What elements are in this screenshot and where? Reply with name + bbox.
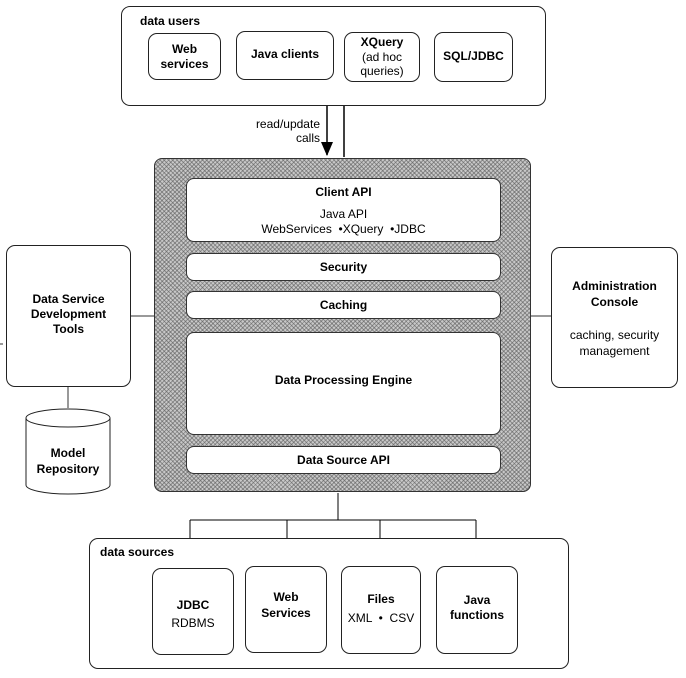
users-web-services-label: Web services (155, 42, 215, 72)
caching-layer: Caching (186, 291, 501, 319)
engine-layer: Data Processing Engine (186, 332, 501, 435)
source-files-sub: XML • CSV (342, 611, 420, 626)
calls-label-line2: calls (295, 131, 320, 145)
dev-tools-line3: Tools (52, 322, 85, 336)
client-api-line2: WebServices •XQuery •JDBC (187, 222, 500, 237)
repository-cylinder-shape (25, 408, 111, 495)
admin-line2: Console (590, 295, 639, 309)
data-sources-title: data sources (100, 545, 175, 559)
caching-label: Caching (319, 298, 368, 312)
source-files-box: Files XML • CSV (341, 566, 421, 654)
client-api-jdbc: JDBC (394, 222, 426, 236)
client-api-webservices: WebServices (261, 222, 332, 236)
security-label: Security (319, 260, 368, 274)
users-xquery-sub1: (ad hoc (361, 50, 403, 64)
users-web-services-box: Web services (148, 33, 221, 80)
bullet-icon: • (335, 222, 343, 236)
files-csv: CSV (389, 611, 415, 625)
source-ws-line2: Services (261, 606, 311, 620)
source-jdbc-box: JDBC RDBMS (152, 568, 234, 655)
source-java-box: Java functions (436, 566, 518, 654)
users-sql-jdbc-label: SQL/JDBC (443, 49, 504, 63)
calls-down-arrowhead (321, 142, 333, 156)
source-jdbc-title: JDBC (176, 598, 210, 612)
source-java-line2: functions (450, 608, 504, 622)
users-web-services-text: Web services (160, 41, 209, 71)
source-ws-line1: Web (273, 590, 299, 604)
bullet-icon: • (375, 611, 387, 625)
users-java-clients-box: Java clients (236, 31, 334, 80)
repository-line2: Repository (36, 462, 100, 476)
admin-line1: Administration (572, 279, 657, 293)
users-java-clients-label: Java clients (250, 47, 320, 61)
dev-tools-box: Data Service Development Tools (6, 245, 131, 387)
dev-tools-line1: Data Service (32, 292, 105, 306)
bullet-icon: • (386, 222, 395, 236)
source-jdbc-sub: RDBMS (171, 616, 215, 630)
client-api-xquery: XQuery (342, 222, 384, 236)
users-sql-jdbc-box: SQL/JDBC (434, 32, 513, 82)
repository-line1: Model (50, 446, 86, 460)
client-api-title: Client API (315, 185, 372, 199)
users-xquery-label: XQuery (360, 35, 404, 49)
source-ws-box: Web Services (245, 566, 327, 653)
engine-label: Data Processing Engine (274, 373, 413, 387)
calls-label-line1: read/update (255, 117, 320, 131)
client-api-line1: Java API (319, 207, 368, 221)
admin-line3: caching, security (569, 328, 660, 342)
users-xquery-sub2: queries) (360, 64, 404, 78)
source-files-title: Files (367, 592, 395, 606)
admin-line4: management (579, 344, 650, 358)
security-layer: Security (186, 253, 501, 281)
source-api-layer: Data Source API (186, 446, 501, 474)
users-xquery-box: XQuery (ad hoc queries) (344, 32, 420, 82)
dev-tools-line2: Development (30, 307, 107, 321)
client-api-layer: Client API Java API WebServices •XQuery … (186, 178, 501, 242)
admin-console-box: Administration Console caching, security… (551, 247, 678, 388)
files-xml: XML (347, 611, 372, 625)
source-java-line1: Java (463, 593, 491, 607)
data-users-title: data users (140, 14, 201, 28)
source-api-label: Data Source API (297, 453, 390, 467)
